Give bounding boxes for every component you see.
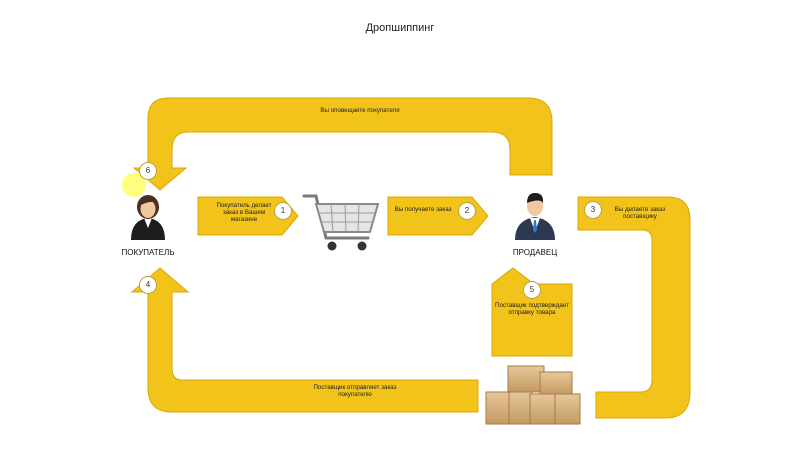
step-badge-4: 4	[139, 276, 157, 294]
step-badge-6: 6	[139, 162, 157, 180]
seller-label: ПРОДАВЕЦ	[512, 248, 558, 257]
boxes-icon	[485, 365, 581, 425]
step-text-4: Поставщик отправляет заказ покупателю	[313, 384, 397, 399]
step-badge-2: 2	[458, 202, 476, 220]
arrow-step-1	[197, 196, 299, 236]
buyer-label: ПОКУПАТЕЛЬ	[121, 248, 175, 257]
seller-avatar-icon	[515, 193, 555, 240]
right-loop-arrow	[577, 196, 691, 419]
step-badge-5: 5	[523, 281, 541, 299]
buyer-avatar-icon	[131, 195, 165, 240]
cursor-highlight	[122, 173, 146, 197]
step-text-2: Вы получаете заказ	[394, 206, 452, 213]
step-text-5: Поставщик подтверждает отправку товара	[495, 302, 569, 317]
step-text-3: Вы делаете заказ поставщику	[614, 206, 666, 221]
step-text-1: Покупатель делает заказ в Вашем магазине	[216, 202, 272, 224]
page-title: Дропшиппинг	[365, 22, 435, 34]
step-text-6: Вы оповещаете покупателя	[320, 107, 400, 114]
step-badge-3: 3	[584, 201, 602, 219]
shopping-cart-icon	[302, 194, 380, 251]
step-badge-1: 1	[274, 202, 292, 220]
